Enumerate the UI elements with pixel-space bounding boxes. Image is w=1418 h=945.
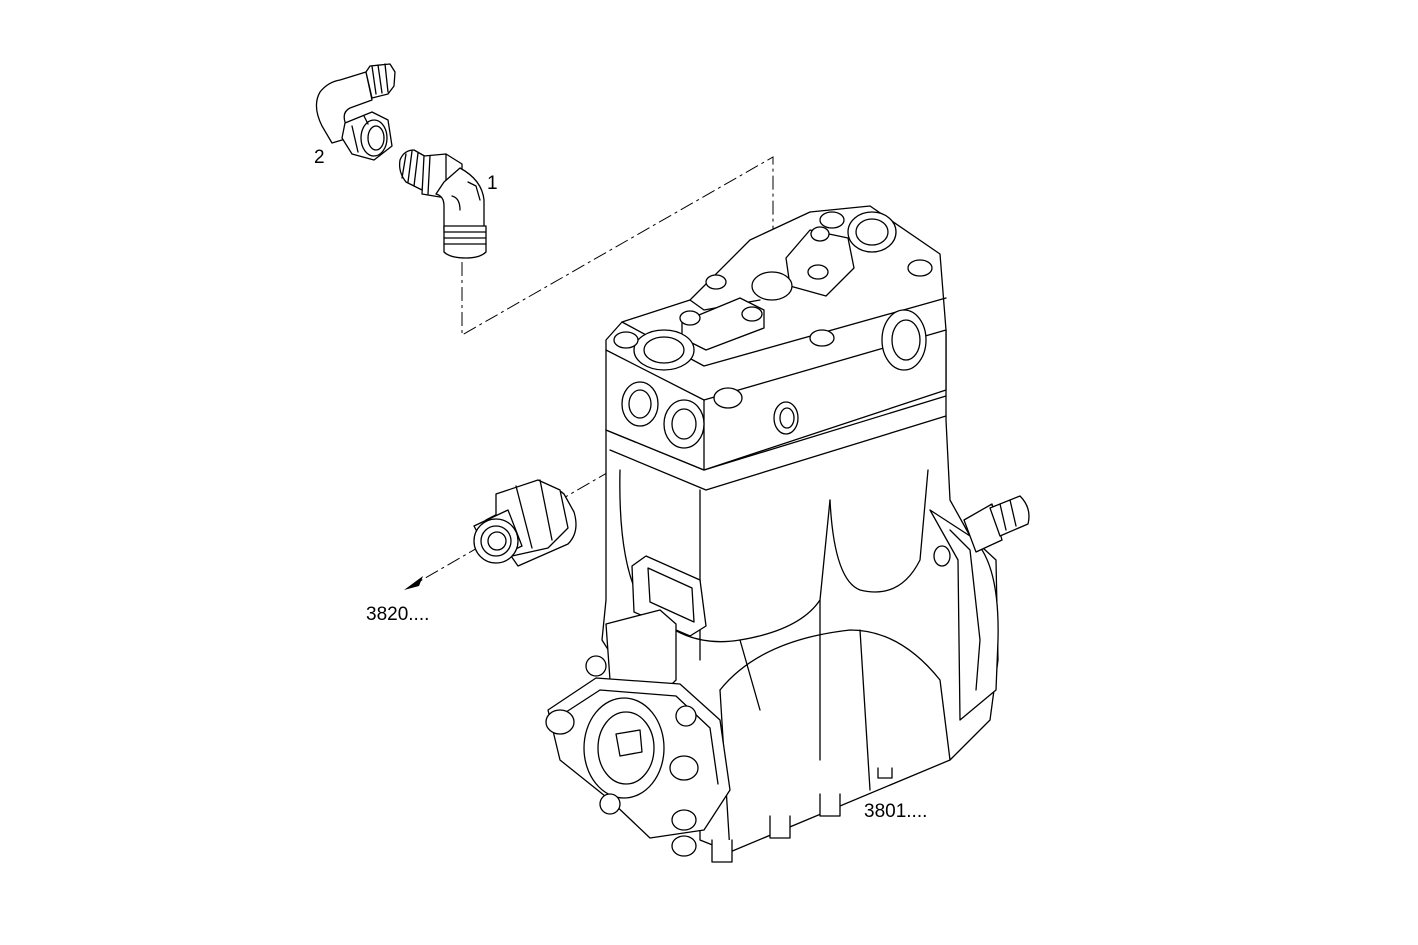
head-bolts: [613, 211, 933, 409]
callout-reference-3820: 3820....: [366, 604, 430, 625]
part-2-elbow-fitting: [315, 63, 396, 161]
direction-arrow-head: [404, 576, 423, 590]
callout-reference-3801: 3801....: [864, 801, 928, 822]
air-compressor-body: [545, 205, 1030, 863]
callout-part-2: 2: [314, 147, 325, 168]
fitting-1-center-line: [461, 156, 774, 336]
callout-part-1: 1: [487, 173, 498, 194]
part-1-elbow-fitting: [398, 149, 487, 259]
union-connector: [473, 479, 577, 567]
